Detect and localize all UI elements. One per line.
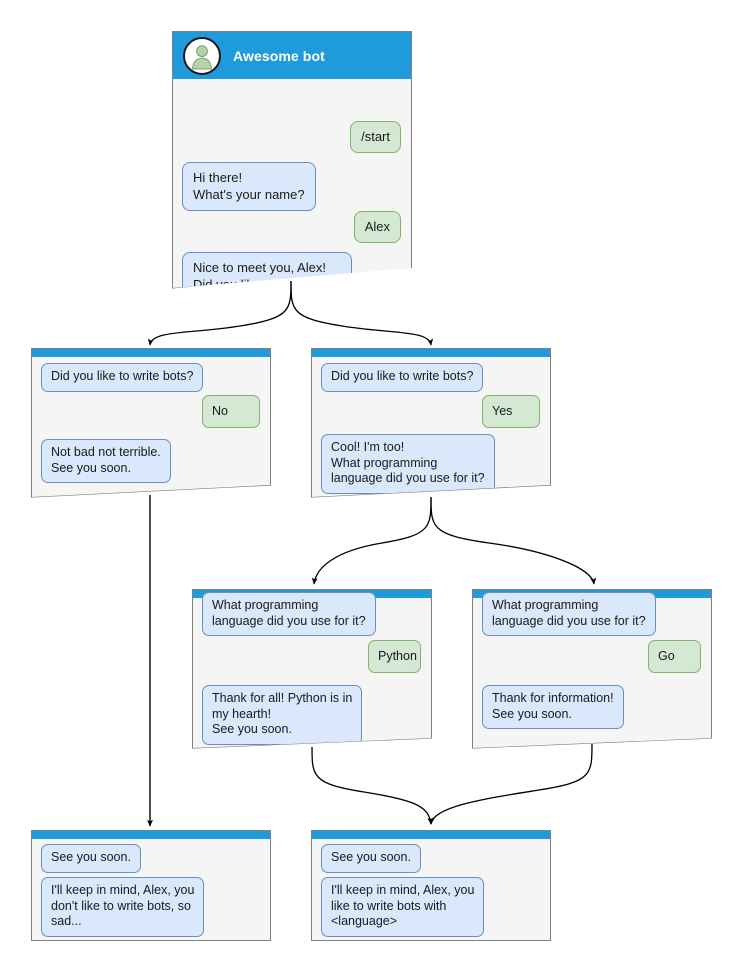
card-bottom-edge-python xyxy=(191,737,433,749)
message-bubble-bot[interactable]: What programming language did you use fo… xyxy=(482,592,656,636)
node-end-sad-card[interactable]: See you soon. I'll keep in mind, Alex, y… xyxy=(31,830,271,941)
message-bubble-user[interactable]: /start xyxy=(350,121,401,153)
end-sad-card-header xyxy=(32,830,270,839)
node-go-branch-card[interactable]: What programming language did you use fo… xyxy=(472,589,712,748)
message-bubble-bot[interactable]: What programming language did you use fo… xyxy=(202,592,376,636)
message-bubble-bot[interactable]: I'll keep in mind, Alex, you like to wri… xyxy=(321,877,485,937)
message-bubble-user[interactable]: Python xyxy=(368,640,421,673)
message-bubble-bot[interactable]: Did you like to write bots? xyxy=(41,363,204,392)
message-bubble-user[interactable]: Alex xyxy=(353,211,401,243)
no-branch-card-body: Did you like to write bots? No Not bad n… xyxy=(32,357,270,497)
node-no-branch-card[interactable]: Did you like to write bots? No Not bad n… xyxy=(31,348,271,497)
connector-root-to-no xyxy=(147,280,292,346)
connector-go-to-end-happy xyxy=(428,743,593,825)
connector-python-to-end-happy xyxy=(311,746,434,825)
message-bubble-user[interactable]: Yes xyxy=(482,395,540,428)
node-root-card[interactable]: Awesome bot /start Hi there! What's your… xyxy=(172,31,412,288)
message-bubble-bot[interactable]: Thank for all! Python is in my hearth! S… xyxy=(202,685,363,745)
no-branch-card-header xyxy=(32,348,270,357)
message-bubble-user[interactable]: Go xyxy=(648,640,701,673)
yes-branch-card-header xyxy=(312,348,550,357)
person-avatar-icon xyxy=(183,36,221,75)
card-bottom-edge-no xyxy=(30,484,272,498)
root-card-title: Awesome bot xyxy=(233,47,325,64)
connector-root-to-yes xyxy=(290,280,434,346)
node-yes-branch-card[interactable]: Did you like to write bots? Yes Cool! I'… xyxy=(311,348,551,497)
message-bubble-bot[interactable]: Thank for information! See you soon. xyxy=(482,685,624,729)
go-branch-card-body: What programming language did you use fo… xyxy=(473,592,711,748)
message-bubble-bot[interactable]: See you soon. xyxy=(41,844,141,873)
end-sad-card-body: See you soon. I'll keep in mind, Alex, y… xyxy=(32,839,270,940)
connector-yes-to-go xyxy=(430,496,597,585)
yes-branch-card-body: Did you like to write bots? Yes Cool! I'… xyxy=(312,357,550,497)
message-bubble-user[interactable]: No xyxy=(202,395,260,428)
message-bubble-bot[interactable]: I'll keep in mind, Alex, you don't like … xyxy=(41,877,205,937)
end-happy-card-body: See you soon. I'll keep in mind, Alex, y… xyxy=(312,839,550,940)
node-python-branch-card[interactable]: What programming language did you use fo… xyxy=(192,589,432,748)
connector-yes-to-python xyxy=(311,496,432,585)
message-bubble-bot[interactable]: See you soon. xyxy=(321,844,421,873)
message-bubble-bot[interactable]: Not bad not terrible. See you soon. xyxy=(41,439,171,483)
root-card-body: /start Hi there! What's your name? Alex … xyxy=(173,79,411,288)
node-end-happy-card[interactable]: See you soon. I'll keep in mind, Alex, y… xyxy=(311,830,551,941)
end-happy-card-header xyxy=(312,830,550,839)
card-bottom-edge-yes xyxy=(310,484,552,498)
python-branch-card-body: What programming language did you use fo… xyxy=(193,592,431,748)
message-bubble-bot[interactable]: Did you like to write bots? xyxy=(321,363,484,392)
card-bottom-edge-go xyxy=(471,737,713,749)
message-bubble-bot[interactable]: Hi there! What's your name? xyxy=(182,162,316,211)
message-bubble-bot[interactable]: Cool! I'm too! What programming language… xyxy=(321,434,495,494)
root-card-header: Awesome bot xyxy=(173,31,411,79)
